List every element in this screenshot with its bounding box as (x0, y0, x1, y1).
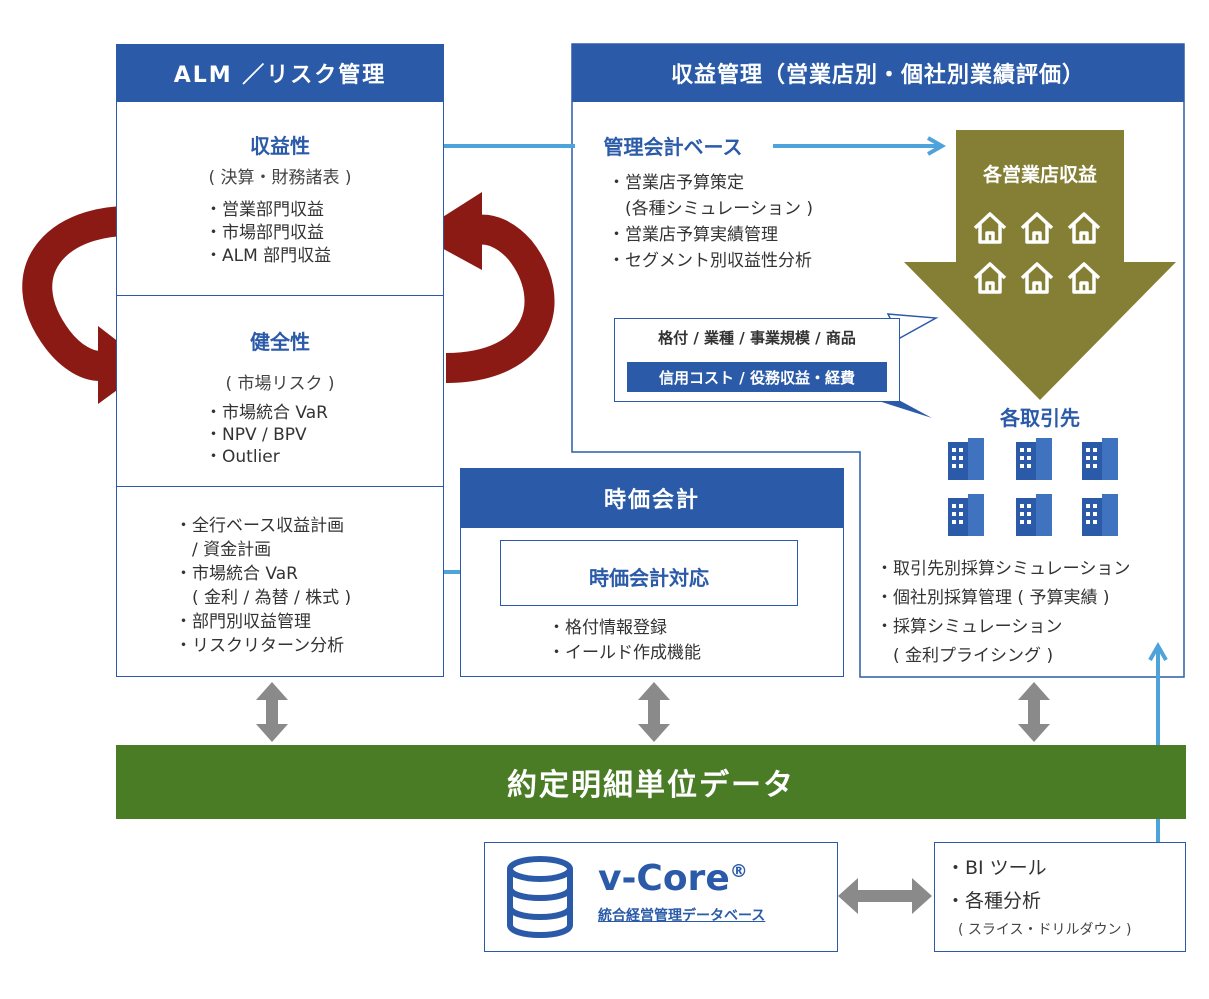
gray-double-arrow-1 (256, 682, 288, 742)
client-buildings (948, 438, 1128, 542)
list-item: ・市場統合 VaR (175, 564, 298, 584)
vcore-logo: v-Core® (598, 858, 748, 899)
list-item: ・部門別収益管理 (175, 612, 311, 632)
house-icon (973, 212, 1101, 294)
segment-callout: 格付 / 業種 / 事業規模 / 商品 信用コスト / 役務収益・経費 (614, 318, 900, 402)
alm-panel (116, 44, 444, 677)
soundness-list: ・市場統合 VaR ・NPV / BPV ・Outlier (205, 402, 425, 468)
alm-divider-2 (116, 486, 444, 487)
list-item: ・個社別採算管理 ( 予算実績 ) (876, 588, 1110, 608)
gray-double-arrow-2 (638, 682, 670, 742)
list-item: ・全行ベース収益計画 (175, 516, 345, 536)
profitability-list: ・営業部門収益 ・市場部門収益 ・ALM 部門収益 (205, 199, 425, 268)
cycle-arrow-left (22, 205, 152, 381)
callout-bottom-text: 信用コスト / 役務収益・経費 (627, 362, 887, 392)
vcore-name: v-Core (598, 858, 730, 899)
list-item: (各種シミュレーション ) (608, 199, 813, 219)
list-item: ・ALM 部門収益 (205, 246, 332, 266)
building-icon (948, 438, 1118, 536)
clients-title: 各取引先 (1000, 406, 1080, 430)
bi-box (934, 842, 1186, 952)
cycle-arrow-right (445, 214, 555, 383)
vcore-subtitle: 統合経営管理データベース (598, 908, 766, 924)
profit-mgmt-header: 収益管理（営業店別・個社別業績評価） (572, 44, 1184, 102)
list-item: ( 金利プライシング ) (876, 646, 1054, 666)
client-list: ・取引先別採算シミュレーション ・個社別採算管理 ( 予算実績 ) ・採算シミュ… (876, 555, 1176, 671)
mtm-box (500, 540, 798, 606)
list-item: ・採算シミュレーション (876, 617, 1063, 637)
bi-list: ・BI ツール ・各種分析 (946, 852, 1176, 918)
list-item: ・Outlier (205, 447, 280, 467)
basis-label: 管理会計ベース (603, 135, 743, 159)
profitability-title: 収益性 (250, 134, 310, 158)
mtm-box-title: 時価会計対応 (589, 566, 709, 590)
list-item: ・営業店予算実績管理 (608, 225, 778, 245)
contract-data-band: 約定明細単位データ (116, 745, 1186, 819)
list-item: ・各種分析 (946, 890, 1042, 912)
alm-divider-1 (116, 295, 444, 296)
soundness-title: 健全性 (250, 330, 310, 354)
branch-houses (970, 208, 1110, 304)
list-item: ・市場統合 VaR (205, 403, 328, 423)
callout-top-text: 格付 / 業種 / 事業規模 / 商品 (658, 329, 856, 347)
list-item: ・格付情報登録 (548, 618, 667, 638)
list-item: ・市場部門収益 (205, 223, 324, 243)
list-item: ・イールド作成機能 (548, 643, 701, 663)
bi-note: ( スライス・ドリルダウン ) (958, 922, 1132, 938)
list-item: ・NPV / BPV (205, 425, 307, 445)
cycle-arrowhead-right (416, 192, 482, 270)
mtm-header: 時価会計 (460, 468, 844, 528)
vcore-reg: ® (729, 861, 748, 882)
mtm-list: ・格付情報登録 ・イールド作成機能 (548, 616, 808, 666)
branch-revenue-label: 各営業店収益 (982, 164, 1097, 186)
gray-horizontal-arrow (838, 878, 932, 914)
soundness-sub: ( 市場リスク ) (225, 374, 335, 394)
list-item: ・営業部門収益 (205, 200, 324, 220)
list-item: / 資金計画 (175, 540, 272, 560)
list-item: ( 金利 / 為替 / 株式 ) (175, 588, 352, 608)
list-item: ・BI ツール (946, 857, 1047, 879)
list-item: ・セグメント別収益性分析 (608, 251, 812, 271)
database-icon (505, 855, 575, 943)
gray-double-arrow-3 (1018, 682, 1050, 742)
alm-header: ALM ／リスク管理 (116, 44, 444, 102)
planning-list: ・全行ベース収益計画 / 資金計画 ・市場統合 VaR ( 金利 / 為替 / … (175, 514, 435, 658)
profitability-sub: ( 決算・財務諸表 ) (208, 168, 352, 188)
profit-mgmt-list: ・営業店予算策定 (各種シミュレーション ) ・営業店予算実績管理 ・セグメント… (608, 170, 898, 274)
list-item: ・取引先別採算シミュレーション (876, 559, 1131, 579)
list-item: ・営業店予算策定 (608, 173, 744, 193)
list-item: ・リスクリターン分析 (175, 636, 345, 656)
